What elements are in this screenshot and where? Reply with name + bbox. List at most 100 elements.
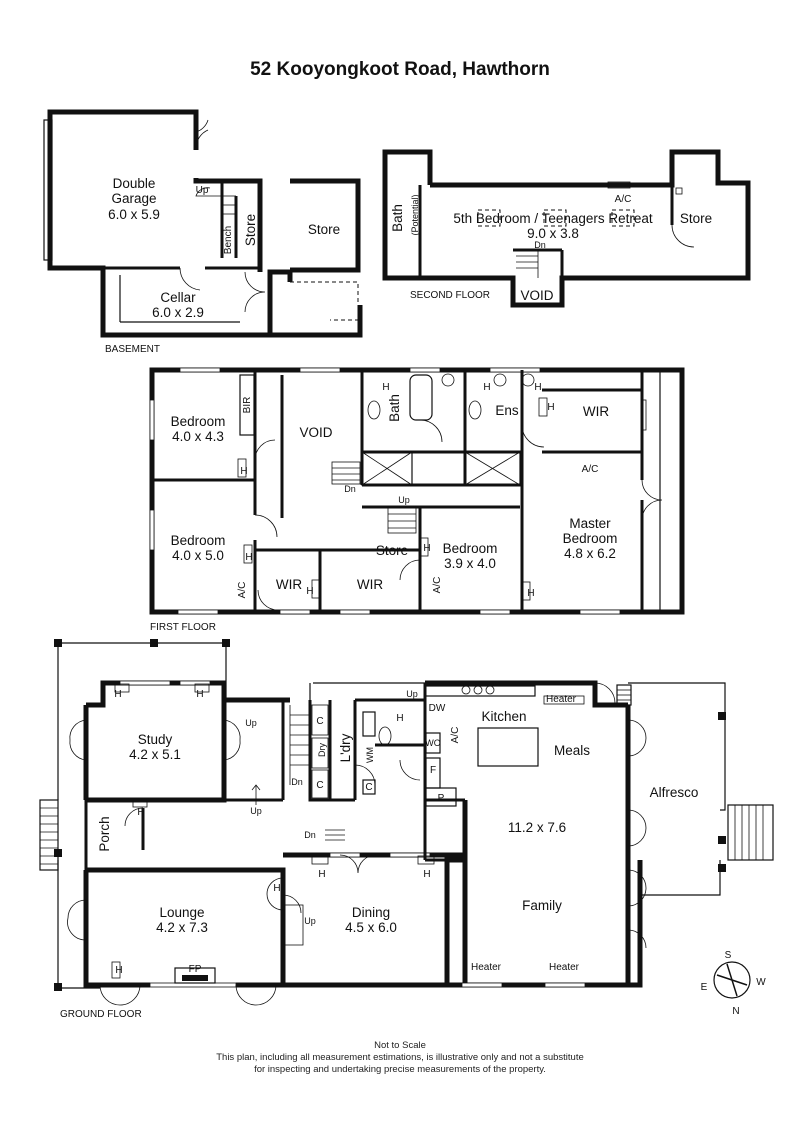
h-mark: H [114,689,121,700]
ground-floor-plan: Study 4.2 x 5.1 Porch Lounge 4.2 x 7.3 F… [39,639,774,1020]
bedroom-c-name: Bedroom [443,541,498,556]
h-mark: H [318,869,325,880]
pantry-label: P [438,793,445,804]
garage-name-line2: Garage [111,191,156,206]
ground-heater-marks: H H H H H H H H [114,689,430,976]
h-mark: H [306,586,313,597]
garage-size: 6.0 x 5.9 [108,207,160,222]
compass-line [726,963,738,997]
bedroom-b-size: 4.0 x 5.0 [172,548,224,563]
h-mark: H [483,382,490,393]
heater-label: Heater [546,694,577,705]
wir-1: WIR [276,577,302,592]
basement-label: BASEMENT [105,344,160,355]
garage-name-line1: Double [113,176,156,191]
not-to-scale: Not to Scale [374,1040,426,1051]
first-floor-label: FIRST FLOOR [150,622,216,633]
cellar-name: Cellar [160,290,196,305]
compass-w: W [756,977,766,988]
dw-label: DW [429,703,446,714]
h-mark: H [245,552,252,563]
family-size: 11.2 x 7.6 [508,820,566,835]
porch-label: Porch [97,816,112,851]
compass-n: N [732,1006,739,1017]
second-floor-plan: Bath (Potential) 5th Bedroom / Teenagers… [382,149,751,308]
fp-label: FP [189,964,202,975]
compass-e: E [701,982,708,993]
cupboard-label: C [316,780,323,791]
second-ac: A/C [615,194,632,205]
h-mark: H [547,402,554,413]
ac-c: A/C [432,577,443,594]
first-dn: Dn [344,484,356,494]
disclaimer-line1: This plan, including all measurement est… [216,1052,584,1063]
ac-master: A/C [582,464,599,475]
family-label: Family [522,898,562,913]
first-void: VOID [299,425,332,440]
bedroom5-name: 5th Bedroom / Teenagers Retreat [453,211,653,226]
ac-b: A/C [237,582,248,599]
first-up: Up [398,495,410,505]
h-mark: H [423,869,430,880]
ground-dn: Dn [291,777,303,787]
h-mark: H [534,382,541,393]
wm-label: WM [365,747,375,763]
cellar-size: 6.0 x 2.9 [152,305,204,320]
first-bath: Bath [387,394,402,422]
fridge-label: F [430,765,436,776]
first-floor-plan: Bedroom 4.0 x 4.3 BIR VOID Bath Ens WIR … [149,367,685,633]
basement-store1: Store [243,214,258,246]
h-mark: H [423,543,430,554]
cupboard-label: C [365,782,372,793]
first-store: Store [376,543,408,558]
wo-label: WO [425,738,441,748]
meals-label: Meals [554,743,590,758]
second-void: VOID [520,288,553,303]
heater-label: Heater [471,962,502,973]
ground-up: Up [245,718,257,728]
compass-ring [713,961,751,999]
veranda [39,639,230,991]
second-store: Store [680,211,712,226]
heater-label: Heater [549,962,580,973]
h-mark: H [273,883,280,894]
second-dn: Dn [534,240,546,250]
wir-master: WIR [583,404,609,419]
second-bath-note: (Potential) [410,194,420,235]
ground-up: Up [250,806,262,816]
bedroom-a-size: 4.0 x 4.3 [172,429,224,444]
lounge-size: 4.2 x 7.3 [156,920,208,935]
first-floor-windows [149,367,647,615]
ground-up: Up [304,916,316,926]
dining-name: Dining [352,905,390,920]
alfresco-label: Alfresco [650,785,699,800]
compass-s: S [725,950,732,961]
h-mark: H [196,689,203,700]
second-bath: Bath [390,204,405,232]
laundry-label: L'dry [338,733,353,762]
master-line1: Master [569,516,611,531]
dry-label: Dry [317,743,327,757]
lounge-name: Lounge [159,905,204,920]
compass: S W E N [701,950,767,1017]
h-mark: H [137,807,144,818]
wir-2: WIR [357,577,383,592]
h-mark: H [240,466,247,477]
study-size: 4.2 x 5.1 [129,747,181,762]
page-title: 52 Kooyongkoot Road, Hawthorn [250,59,550,80]
master-line2: Bedroom [563,531,618,546]
dining-size: 4.5 x 6.0 [345,920,397,935]
second-floor-label: SECOND FLOOR [410,290,490,301]
cupboard-label: C [316,716,323,727]
bir-label: BIR [242,397,253,414]
h-mark: H [396,713,403,724]
ground-floor-label: GROUND FLOOR [60,1009,142,1020]
study-name: Study [138,732,173,747]
basement-up: Up [196,185,209,196]
bedroom5-size: 9.0 x 3.8 [527,226,579,241]
kitchen-label: Kitchen [481,709,526,724]
